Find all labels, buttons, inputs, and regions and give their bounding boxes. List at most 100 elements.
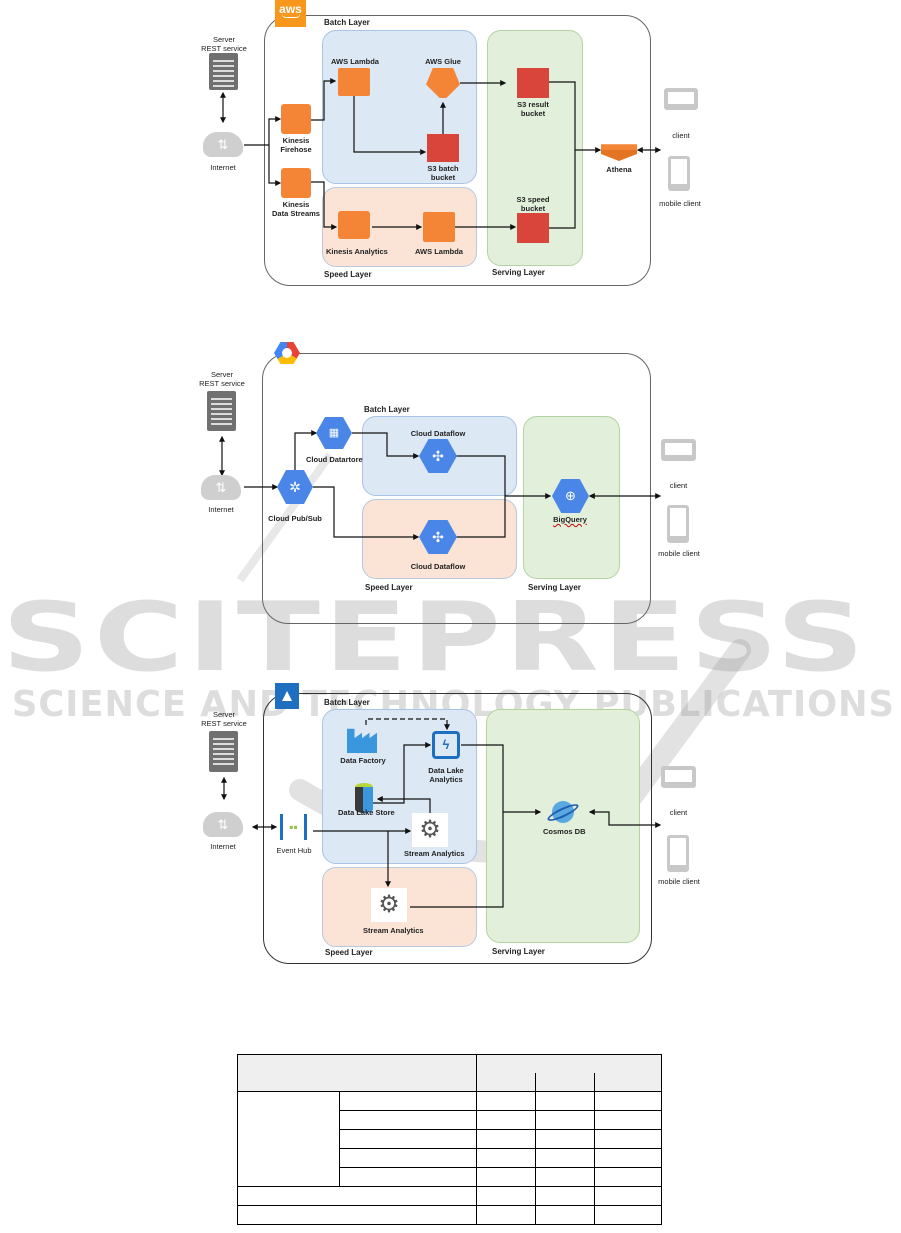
kinesis-analytics-icon: [338, 211, 370, 239]
aws-server-label: Server REST service: [194, 35, 254, 53]
table-header-cell: [476, 1054, 662, 1073]
gcp-client-label: client: [669, 481, 688, 490]
cloud-datastore-icon: ▦: [316, 417, 352, 449]
cloud-dataflow-batch-icon: ✣: [419, 439, 457, 473]
table-cell: [339, 1091, 477, 1111]
athena-label: Athena: [606, 165, 632, 174]
aws-client-label: client: [672, 131, 690, 140]
table-cell: [339, 1129, 477, 1149]
cosmos-db-label: Cosmos DB: [543, 827, 586, 836]
gcp-mobile-client-label: mobile client: [658, 549, 700, 558]
server-label-line1: Server: [212, 35, 236, 44]
table-header-cell: [237, 1054, 477, 1092]
aws-mobile-client-icon: [668, 156, 690, 191]
table-cell: [339, 1167, 477, 1187]
table-row: [238, 1129, 662, 1149]
aws-lambda-speed-label: AWS Lambda: [415, 247, 463, 256]
table-cell: [237, 1205, 477, 1225]
aws-logo: aws: [275, 0, 306, 27]
cloud-dataflow-speed-label: Cloud Dataflow: [410, 562, 466, 571]
table-cell: [476, 1205, 536, 1225]
table-row: [237, 1091, 662, 1187]
stream-analytics-batch-icon: ⚙: [412, 813, 448, 847]
aws-internet-cloud-icon: ⇅: [203, 132, 243, 157]
bigquery-icon: ⊕: [552, 479, 589, 513]
aws-lambda-batch-label: AWS Lambda: [331, 57, 379, 66]
table-cell: [535, 1148, 595, 1168]
table-cell: [535, 1091, 595, 1111]
gcp-speed-layer-title: Speed Layer: [365, 583, 413, 592]
gcp-internet-label: Internet: [208, 505, 234, 514]
table-cell: [237, 1186, 477, 1206]
gcp-serving-layer-title: Serving Layer: [528, 583, 581, 592]
aws-logo-text: aws: [279, 2, 302, 16]
table-cell: [535, 1110, 595, 1130]
aws-mobile-client-label: mobile client: [659, 199, 701, 208]
table-header-cell: [535, 1073, 595, 1092]
aws-batch-layer-title: Batch Layer: [324, 18, 370, 27]
aws-serving-layer-title: Serving Layer: [492, 268, 545, 277]
table-cell: [535, 1129, 595, 1149]
gcp-batch-layer-title: Batch Layer: [364, 405, 410, 414]
azure-speed-layer-title: Speed Layer: [325, 948, 373, 957]
data-factory-label: Data Factory: [340, 756, 386, 765]
azure-internet-cloud-icon: ⇅: [203, 812, 243, 837]
kinesis-data-streams-icon: [281, 168, 311, 198]
gcp-mobile-client-icon: [667, 505, 689, 543]
azure-batch-layer-title: Batch Layer: [324, 698, 370, 707]
table-cell: [476, 1167, 536, 1187]
s3-speed-bucket-icon: [517, 213, 549, 243]
table-cell: [594, 1091, 662, 1111]
table-cell: [476, 1186, 536, 1206]
table-cell: [594, 1167, 662, 1187]
table-header-cell: [476, 1073, 536, 1092]
table-row: [237, 1186, 662, 1206]
table-cell: [476, 1091, 536, 1111]
kinesis-firehose-icon: [281, 104, 311, 134]
gcp-server-icon: [207, 391, 236, 431]
stream-analytics-speed-icon: ⚙: [371, 888, 407, 922]
athena-icon: [601, 144, 637, 161]
cloud-dataflow-batch-label: Cloud Dataflow: [410, 429, 466, 438]
gcp-client-laptop-icon: [661, 439, 696, 461]
bigquery-label: BigQuery: [553, 515, 587, 524]
cosmos-db-icon: [545, 797, 581, 827]
azure-connectors: [221, 718, 662, 908]
azure-internet-label: Internet: [210, 842, 236, 851]
table-header-row: [237, 1054, 662, 1092]
gcp-frame: [262, 353, 651, 624]
table-cell: [594, 1205, 662, 1225]
aws-lambda-batch-icon: [338, 68, 370, 96]
data-lake-store-icon: [355, 783, 373, 813]
table-cell: [237, 1091, 340, 1187]
event-hub-label: Event Hub: [276, 846, 312, 855]
data-lake-analytics-icon: ϟ: [432, 731, 460, 759]
comparison-table: [237, 1054, 662, 1225]
data-lake-store-label: Data Lake Store: [338, 808, 395, 817]
aws-internet-label: Internet: [210, 163, 236, 172]
aws-connectors: [220, 78, 662, 230]
aws-lambda-speed-icon: [423, 212, 455, 242]
table-cell: [476, 1129, 536, 1149]
table-row: [237, 1205, 662, 1225]
aws-glue-label: AWS Glue: [425, 57, 461, 66]
azure-client-laptop-icon: [661, 766, 696, 788]
table-cell: [535, 1186, 595, 1206]
table-row: [238, 1148, 662, 1168]
aws-server-icon: [209, 53, 238, 90]
table-cell: [339, 1148, 477, 1168]
s3-result-bucket-icon: [517, 68, 549, 98]
table-header-row: [238, 1073, 662, 1092]
gcp-connectors: [219, 430, 662, 540]
gcp-logo-center: [282, 348, 292, 358]
table-cell: [594, 1129, 662, 1149]
table-cell: [535, 1205, 595, 1225]
server-label-line2: REST service: [201, 44, 247, 53]
